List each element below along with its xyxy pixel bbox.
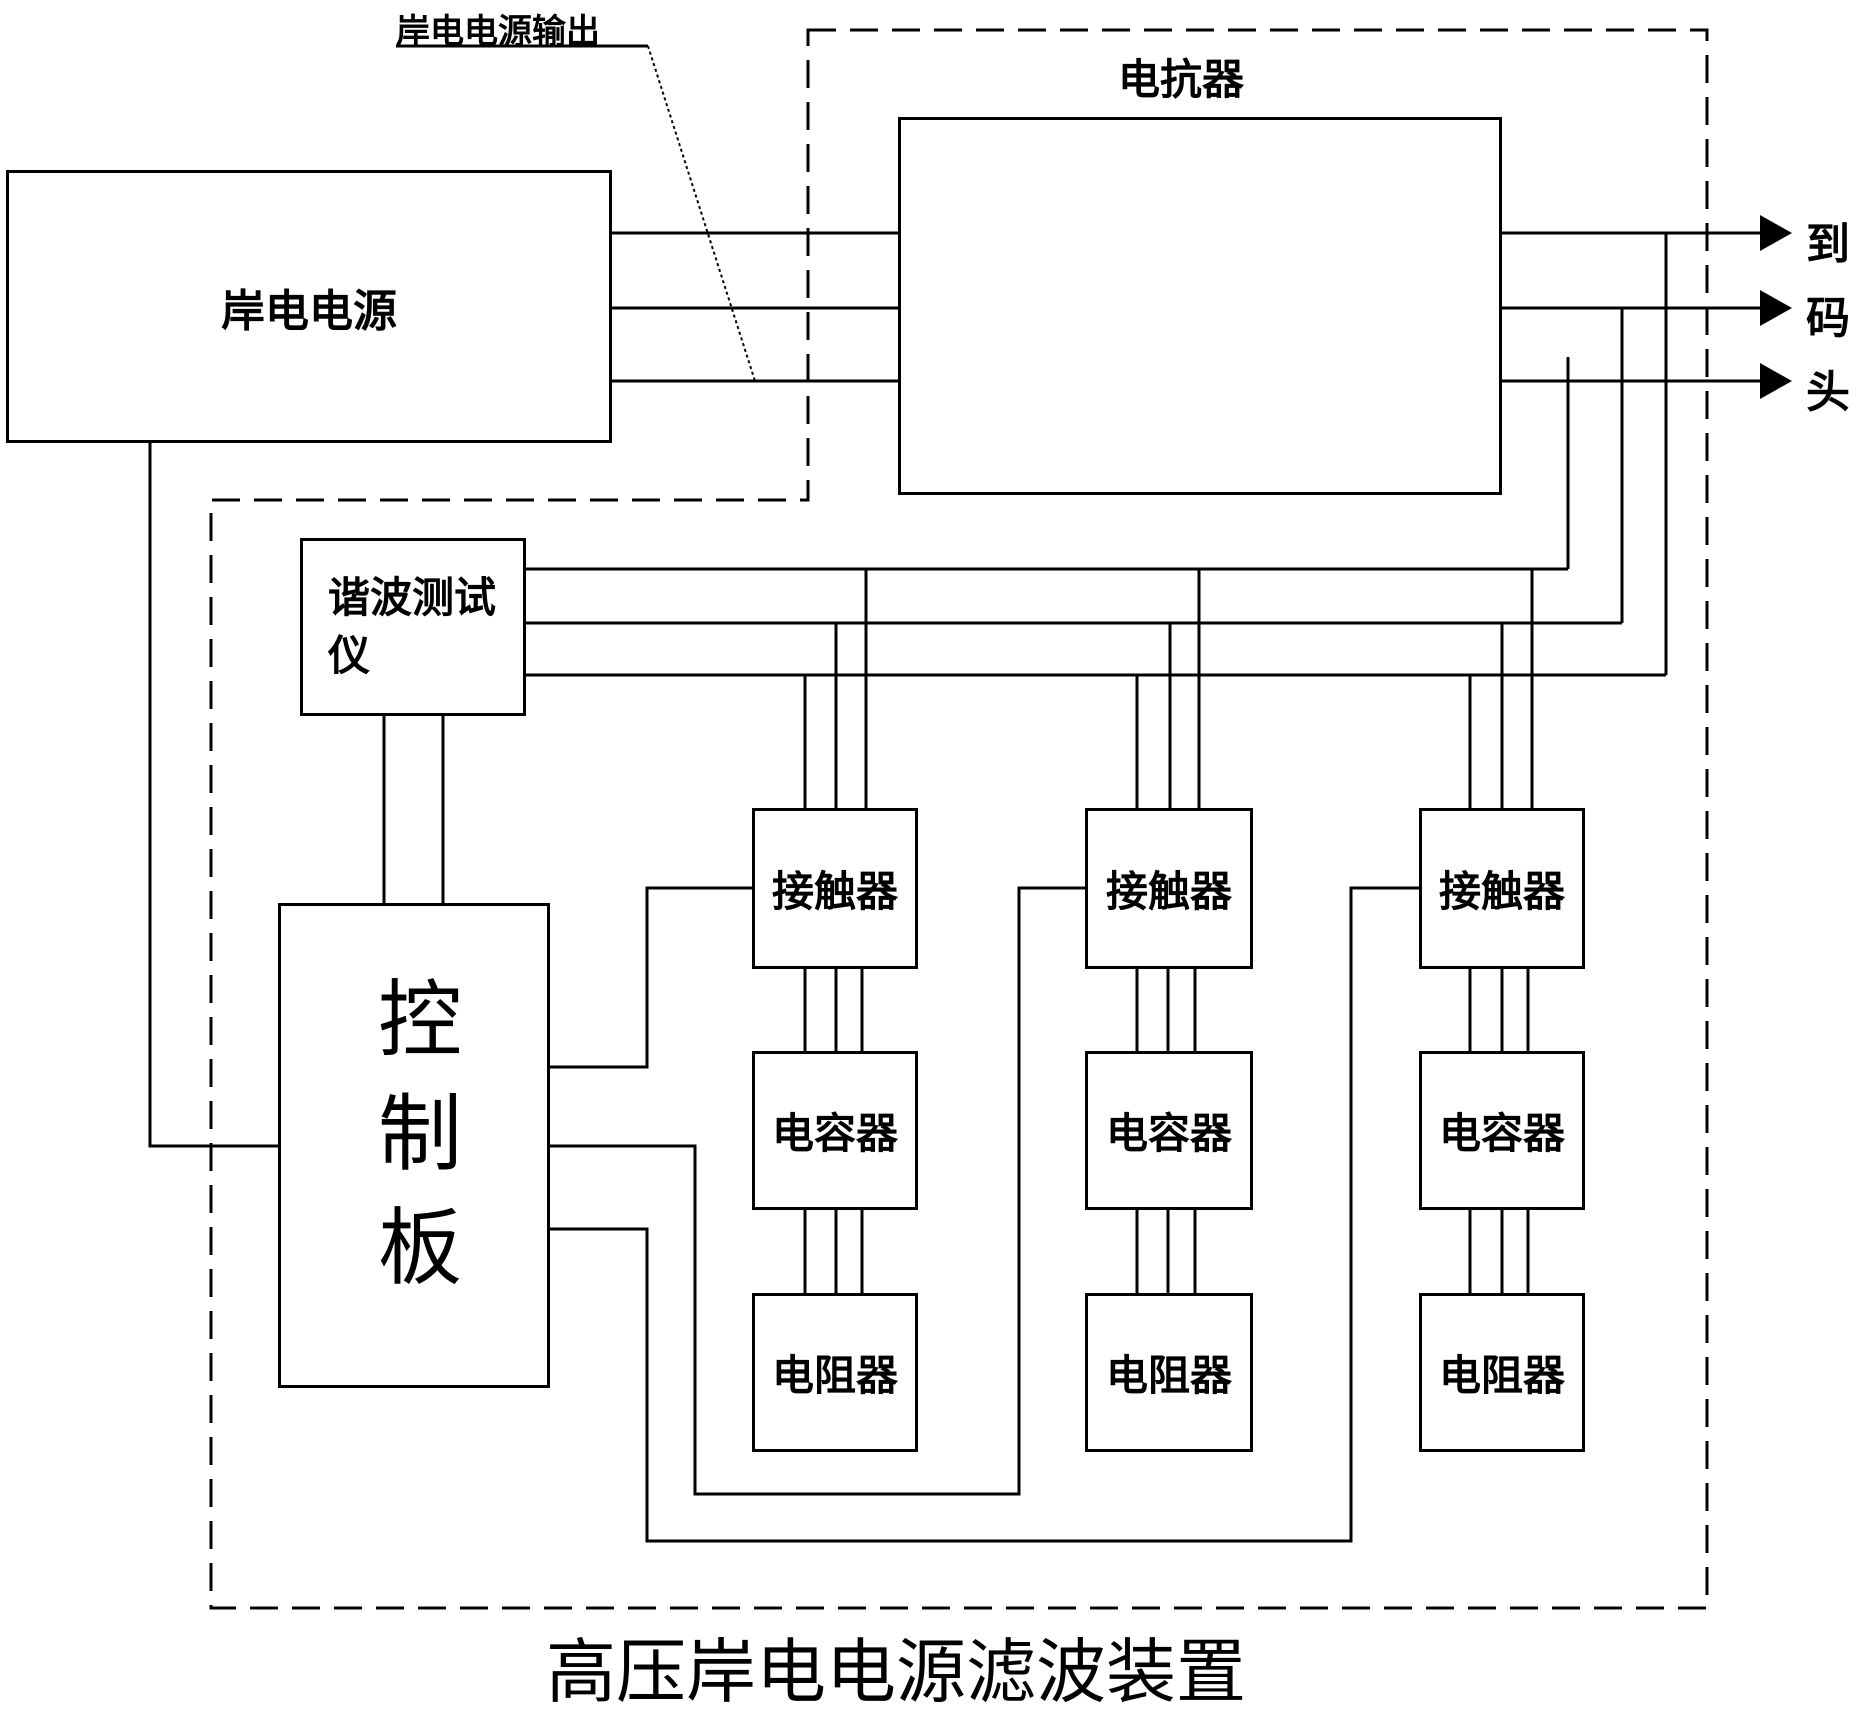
capacitor-1: 电容器 [752,1051,918,1210]
shore-power-output-callout: 岸电电源输出 [396,4,600,53]
resistor-3-label: 电阻器 [1439,1342,1565,1403]
control-to-contactor-3 [548,888,1420,1541]
resistor-1-label: 电阻器 [772,1342,898,1403]
resistor-1: 电阻器 [752,1293,918,1452]
contactor-1-label: 接触器 [772,858,898,919]
contactor-2: 接触器 [1085,808,1253,969]
arrow-c [1760,363,1792,399]
contactor-2-label: 接触器 [1106,858,1232,919]
to-terminal-label: 到码头 [1806,208,1856,430]
resistor-2-label: 电阻器 [1106,1342,1232,1403]
resistor-3: 电阻器 [1419,1293,1585,1452]
source-to-control-line [150,441,280,1146]
contactor-1: 接触器 [752,808,918,969]
control-board-block: 控制板 [278,903,550,1388]
device-title: 高压岸电电源滤波装置 [546,1616,1246,1717]
control-board-label: 控制板 [354,975,475,1317]
shore-power-label: 岸电电源 [221,275,397,339]
shore-power-block: 岸电电源 [6,170,612,443]
harmonic-tester-label: 谐波测试仪 [328,569,498,685]
arrow-b [1760,290,1792,326]
arrow-a [1760,215,1792,251]
callout-leader [648,46,755,381]
capacitor-3: 电容器 [1419,1051,1585,1210]
capacitor-3-label: 电容器 [1439,1100,1565,1161]
capacitor-2-label: 电容器 [1106,1100,1232,1161]
resistor-2: 电阻器 [1085,1293,1253,1452]
harmonic-tester-block: 谐波测试仪 [300,538,526,716]
contactor-3: 接触器 [1419,808,1585,969]
reactor-block [898,117,1502,495]
control-to-contactor-1 [548,888,753,1067]
reactor-label: 电抗器 [1118,46,1244,107]
capacitor-2: 电容器 [1085,1051,1253,1210]
contactor-3-label: 接触器 [1439,858,1565,919]
capacitor-1-label: 电容器 [772,1100,898,1161]
